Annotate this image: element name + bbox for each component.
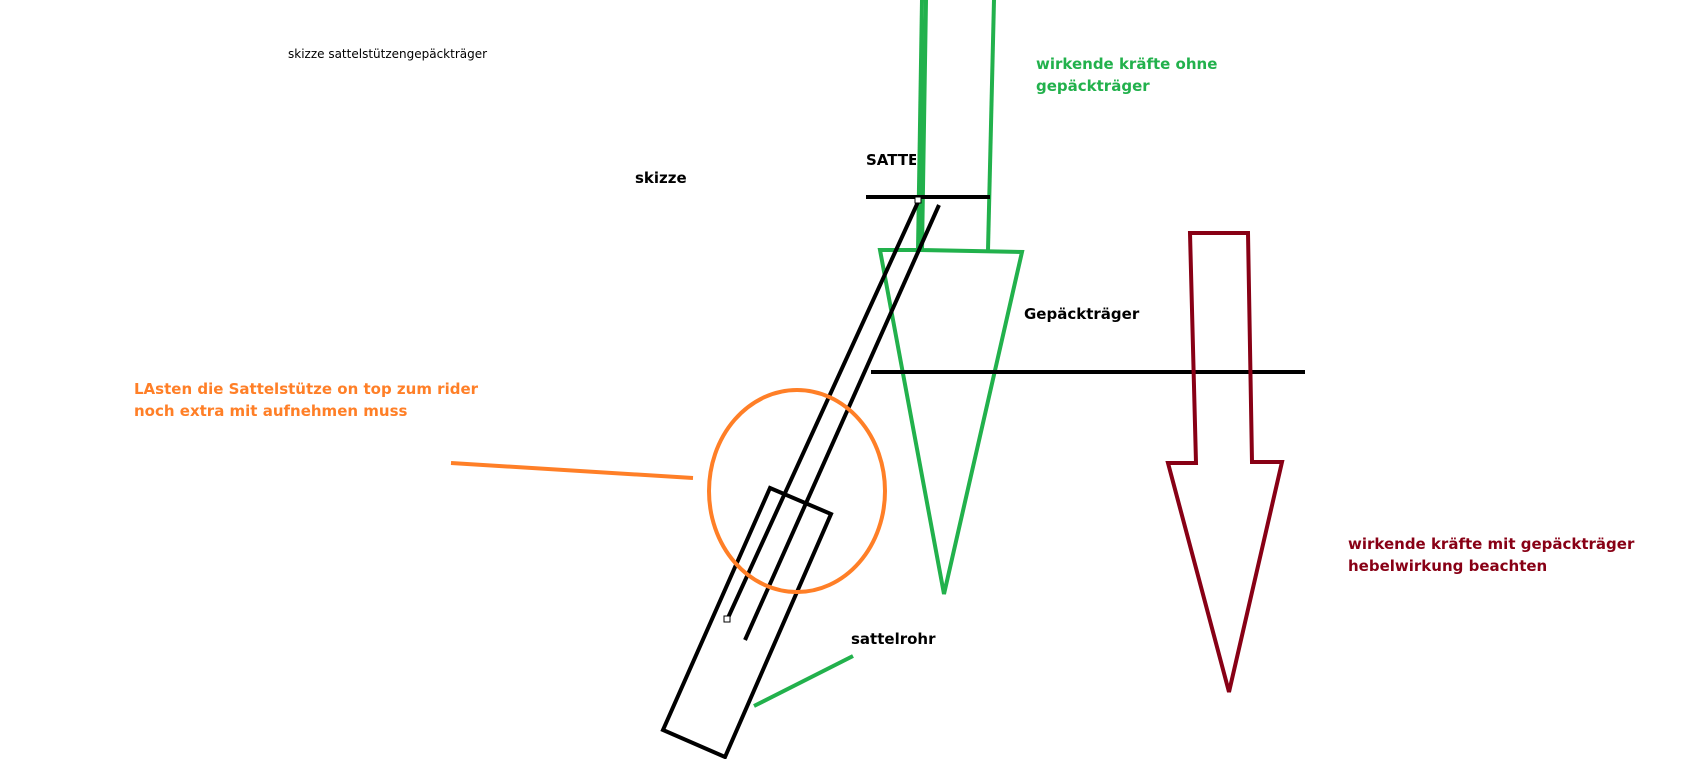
forces-without-rack-line-2: gepäckträger: [1036, 77, 1150, 95]
force-arrow-without-rack-right-edge: [986, 0, 996, 251]
forces-without-rack-line-1: wirkende kräfte ohne: [1036, 55, 1218, 73]
anchor-point-bottom: [723, 615, 731, 623]
stress-zone-circle: [707, 388, 887, 594]
seat-post-line-left: [725, 201, 920, 621]
anchor-point-top: [914, 196, 922, 204]
forces-with-rack-line-1: wirkende kräfte mit gepäckträger: [1348, 535, 1635, 553]
extra-load-note: LAsten die Sattelstütze on top zum rider…: [134, 378, 478, 422]
seat-post-line-right: [743, 204, 941, 641]
rack-label: Gepäckträger: [1024, 305, 1140, 323]
forces-without-rack-note: wirkende kräfte ohne gepäckträger: [1036, 53, 1217, 97]
extra-load-line-1: LAsten die Sattelstütze on top zum rider: [134, 380, 479, 398]
sketch-label: skizze: [635, 169, 687, 187]
seat-tube-outline: [660, 485, 834, 759]
document-title: skizze sattelstützengepäckträger: [288, 47, 488, 61]
stress-zone-pointer: [450, 461, 694, 480]
force-arrow-with-rack: [1165, 231, 1285, 693]
forces-with-rack-note: wirkende kräfte mit gepäckträger hebelwi…: [1348, 533, 1634, 577]
extra-load-line-2: noch extra mit aufnehmen muss: [134, 402, 408, 420]
force-arrow-without-rack: [877, 0, 1025, 595]
seat-tube-label: sattelrohr: [851, 630, 936, 648]
saddle-label: SATTEL: [866, 151, 916, 169]
force-arrow-without-rack-left-edge: [916, 0, 924, 251]
seat-tube-pointer: [753, 654, 854, 708]
forces-with-rack-line-2: hebelwirkung beachten: [1348, 557, 1548, 575]
